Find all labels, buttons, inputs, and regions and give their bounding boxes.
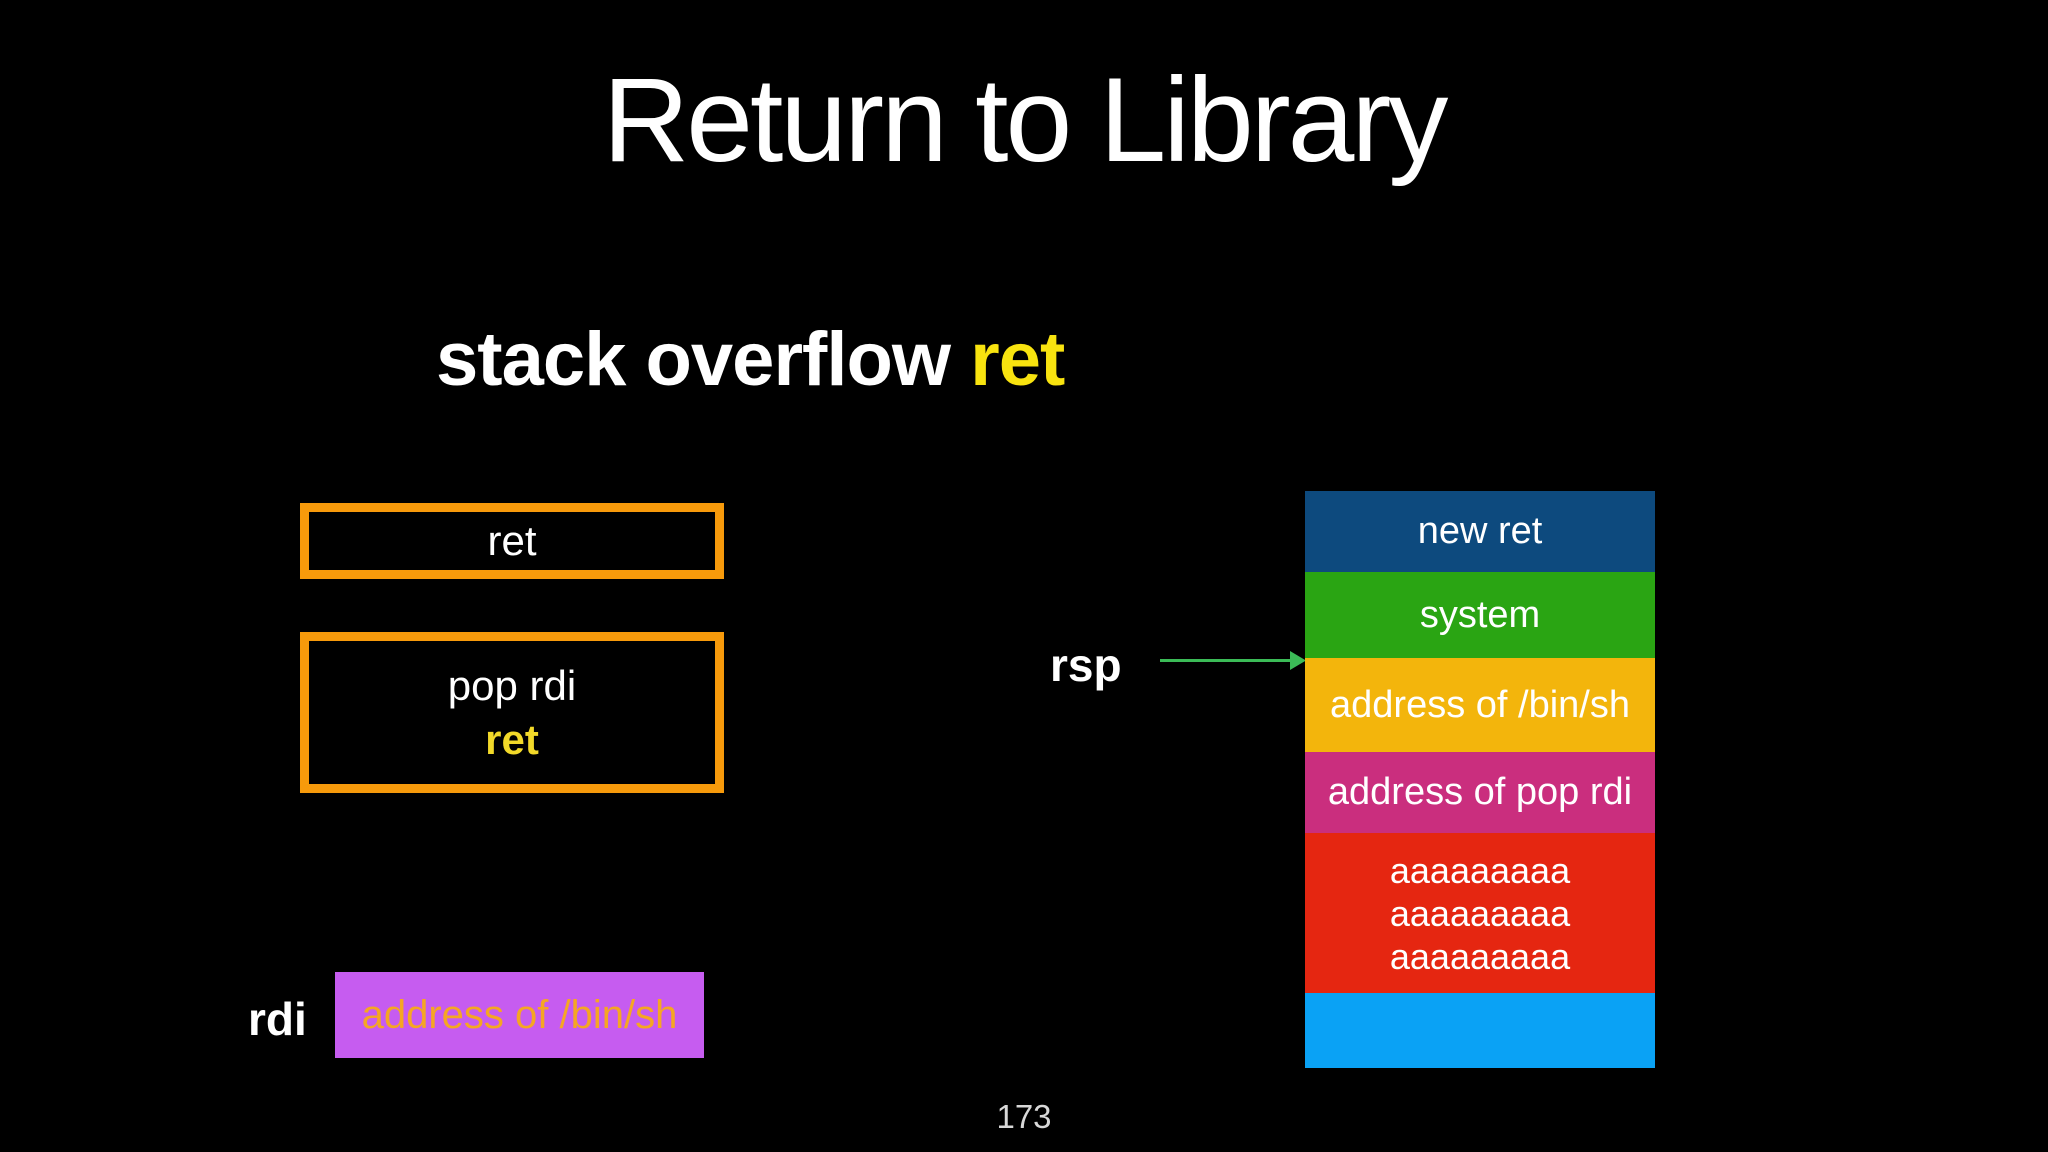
subtitle: stack overflow ret [436,316,1065,403]
stack-row-overflow-filler: aaaaaaaaa aaaaaaaaa aaaaaaaaa [1305,833,1655,993]
stack-row-label: address of /bin/sh [1330,683,1630,726]
rsp-register-label: rsp [1050,639,1122,691]
stack-row-binsh-address: address of /bin/sh [1305,658,1655,752]
filler-line: aaaaaaaaa [1389,892,1571,934]
slide-title: Return to Library [602,53,1449,187]
stack-row-new-ret: new ret [1305,491,1655,572]
stack-row-empty [1305,993,1655,1068]
stack-diagram: new ret system address of /bin/sh addres… [1305,491,1655,1068]
ret-gadget-label: ret [487,517,537,564]
subtitle-text: stack overflow [436,317,951,402]
filler-line: aaaaaaaaa [1389,849,1571,891]
stack-row-label: address of pop rdi [1327,771,1633,813]
stack-row-system: system [1305,572,1655,658]
rdi-value-text: address of /bin/sh [361,992,678,1037]
rsp-arrow-head-icon [1290,651,1306,670]
ret-gadget-box: ret [300,503,724,579]
pop-rdi-gadget-line2: ret [485,715,539,763]
stack-row-label: new ret [1417,510,1543,552]
rsp-arrow-line [1160,659,1294,662]
rdi-register-label: rdi [248,993,307,1045]
subtitle-ret-highlight: ret [970,317,1065,402]
rdi-value-box: address of /bin/sh [335,972,704,1058]
page-number: 173 [996,1098,1052,1135]
pop-rdi-gadget-line1: pop rdi [447,661,577,709]
filler-line: aaaaaaaaa [1389,935,1571,977]
stack-row-pop-rdi-address: address of pop rdi [1305,752,1655,833]
stack-row-label: system [1419,593,1541,636]
pop-rdi-gadget-box: pop rdi ret [300,632,724,793]
